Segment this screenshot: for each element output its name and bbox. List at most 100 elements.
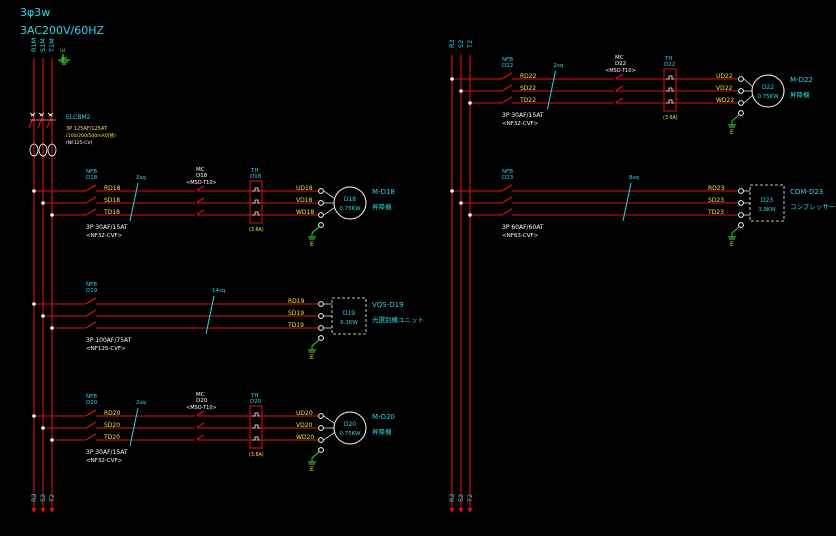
circuit-d18-load-id: D18	[344, 196, 356, 203]
circuit-d22-mc-blade	[614, 73, 624, 80]
bus-arrow-icon	[31, 508, 37, 513]
circuit-d22-out-line-label: WD22	[716, 97, 734, 104]
circuit-d22-cable-size: 2sq	[554, 63, 564, 69]
circuit-d23-tap-dot	[468, 213, 472, 217]
circuit-d22-terminal	[738, 88, 744, 94]
circuit-d22-mc-gap	[614, 78, 616, 80]
circuit-d22-motor-lead	[743, 78, 753, 87]
circuit-d22-nfb-id: D22	[502, 63, 513, 69]
circuit-d20-mc-gap	[195, 439, 197, 441]
circuit-d20-nfb-blade	[85, 421, 97, 429]
circuit-d18-nfb-id: D18	[86, 175, 98, 181]
circuit-d22-mc-label: MC	[615, 55, 624, 61]
circuit-d18-mc-gap	[195, 214, 197, 216]
circuit-d22-mc-blade	[614, 85, 624, 92]
circuit-d18-out-line-label: VD18	[296, 197, 313, 204]
elcb-blade	[28, 115, 35, 129]
zct-icon	[47, 143, 57, 157]
circuit-d22-motor-lead	[743, 95, 753, 104]
elcb-blade	[46, 115, 53, 129]
circuit-d18-th-box	[249, 180, 263, 224]
left-bus-top-label: E	[59, 48, 67, 52]
circuit-d22-line-label: RD22	[520, 73, 537, 80]
circuit-d18-earth-terminal	[318, 222, 324, 228]
circuit-d22-out-line-label: UD22	[716, 73, 733, 80]
circuit-d20-tap-dot	[41, 426, 45, 430]
circuit-d18-mc-gap	[195, 202, 197, 204]
elcb-name: ELCBM2	[66, 114, 91, 121]
circuit-d20-nfb-id: D20	[86, 400, 98, 406]
circuit-d22-th-box	[663, 68, 677, 112]
elcb-cross-icon	[38, 112, 45, 117]
circuit-d19-tap-dot	[41, 314, 45, 318]
circuit-d23-cable-slash	[622, 182, 632, 222]
circuit-d23-load-name: COM-D23	[790, 188, 823, 196]
circuit-d18-terminal	[318, 188, 324, 194]
circuit-d19-line-label: SD19	[288, 310, 304, 317]
bus-arrow-icon	[467, 508, 473, 513]
bus-arrow-icon	[49, 508, 55, 513]
circuit-d22-nfb-type: <NF32-CVF>	[502, 121, 539, 127]
circuit-d18-motor-lead	[323, 207, 335, 216]
circuit-d23-nfb-blade	[501, 208, 513, 216]
bus-arrow-icon	[458, 508, 464, 513]
circuit-d18-line-label: TD18	[103, 209, 120, 216]
circuit-d20-nfb-type: <NF32-CVF>	[86, 458, 123, 464]
right-bus-bottom-label: R2	[448, 493, 456, 502]
circuit-d20-th-element-icon	[252, 424, 260, 429]
left-bus-bottom-label: T2	[48, 494, 56, 503]
circuit-d20-th-element-icon	[252, 436, 260, 441]
zct-icon	[38, 143, 48, 157]
circuit-d18-terminal	[318, 200, 324, 206]
circuit-d23-load-desc: コンプレッサー	[790, 203, 835, 211]
circuit-d22-mc-id: D22	[615, 61, 626, 67]
circuit-d19-nfb-blade	[85, 297, 97, 305]
right-bus-top-label: R2	[448, 39, 456, 48]
circuit-d20-mc-type: <MSO-T10>	[186, 405, 217, 411]
circuit-d22-load-id: D22	[762, 84, 774, 91]
circuit-d23-load-id: D23	[761, 197, 773, 204]
circuit-d22-out-line-label: VD22	[716, 85, 733, 92]
circuit-d18-load-desc: 昇降機	[372, 202, 392, 211]
circuit-d20-earth-label: E	[310, 466, 314, 473]
right-bus-bottom-label: S2	[457, 494, 465, 502]
right-bus-top-label: T2	[466, 40, 474, 49]
circuit-d18-tap-dot	[50, 213, 54, 217]
circuit-d19-nfb-label: NFB	[86, 282, 97, 288]
circuit-d23-nfb-id: D23	[502, 175, 514, 181]
circuit-d18-out-line-label: WD18	[296, 209, 314, 216]
circuit-d19-nfb-blade	[85, 321, 97, 329]
circuit-d18-th-label: TH	[250, 168, 259, 174]
circuit-d18-line-label: RD18	[104, 185, 121, 192]
circuit-d20-load-desc: 昇降機	[372, 427, 392, 436]
circuit-d20-nfb-rating: 3P 30AF/15AT	[86, 449, 128, 456]
circuit-d22-mc-type: <MSO-T10>	[605, 68, 636, 74]
left-bus-top-label: S1M	[39, 38, 47, 52]
circuit-d20-out-line-label: VD20	[296, 422, 313, 429]
circuit-d23-nfb-blade	[501, 196, 513, 204]
circuit-d23-terminal	[738, 200, 744, 206]
circuit-d20-nfb-blade	[85, 409, 97, 417]
circuit-d20-th-id: D20	[250, 399, 262, 405]
circuit-d19-line-label: RD19	[288, 298, 305, 305]
circuit-d20-line-label: TD20	[103, 434, 120, 441]
circuit-d19-tap-dot	[50, 326, 54, 330]
circuit-d18-tap-dot	[41, 201, 45, 205]
circuit-d19-earth-label: E	[310, 354, 314, 361]
circuit-d19-cable-size: 14sq	[212, 288, 225, 294]
circuit-d20-th-element-icon	[252, 412, 260, 417]
circuit-d22-terminal	[738, 100, 744, 106]
circuit-d22-earth-terminal	[738, 110, 744, 116]
circuit-d23-line-label: TD23	[707, 209, 724, 216]
circuit-d18-load-kw: 0.75KW	[339, 206, 361, 212]
circuit-d22-nfb-blade	[501, 72, 513, 80]
circuit-d22-th-element-icon	[666, 99, 674, 104]
circuit-d19-terminal	[318, 325, 324, 331]
circuit-d22-mc-blade	[614, 97, 624, 104]
elcb-type: (NF125-CV)	[66, 140, 93, 146]
circuit-d22-th-element-icon	[666, 75, 674, 80]
elcb-detail: (100/200/500mA切替)	[66, 132, 116, 139]
circuit-d19-earth-lead	[311, 339, 320, 347]
circuit-d20-cable-size: 2sq	[136, 400, 146, 406]
